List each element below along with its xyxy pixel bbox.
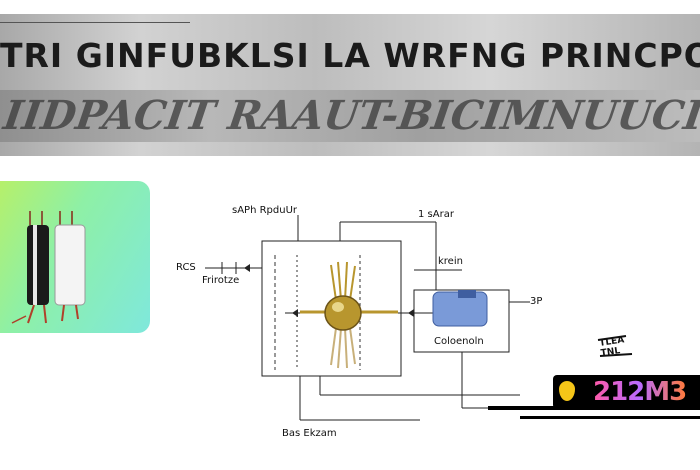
label-top-left: sAPh RpduUr [232, 205, 298, 216]
capacitor-body-white [54, 224, 86, 306]
capacitor-body-black [27, 225, 49, 305]
drop-icon [559, 381, 575, 401]
underline-bar-1 [488, 406, 700, 410]
sticker-text: 212M3 [593, 377, 687, 407]
label-left-a: RCS [176, 262, 196, 273]
stamp-mark [597, 335, 633, 357]
capacitor-illustration [11, 211, 86, 324]
main-housing-box [261, 240, 402, 377]
component-photo-card [0, 181, 150, 333]
brand-sticker: 212M3 [553, 375, 700, 409]
label-right-value: 3P [530, 296, 543, 307]
header-banner: TRI GINFUBKLSI LA WRFNG PRINCPOLE IIDPAC… [0, 14, 700, 156]
banner-band [0, 90, 700, 142]
top-rule [0, 22, 190, 23]
label-right-top: krein [438, 256, 463, 267]
rotor-motor [300, 261, 398, 369]
label-coil: Coloenoln [434, 336, 484, 347]
underline-bar-2 [520, 416, 700, 419]
label-top-right: 1 sArar [418, 209, 454, 220]
banner-title: TRI GINFUBKLSI LA WRFNG PRINCPOLE [0, 36, 700, 75]
label-bottom: Bas Ekzam [282, 428, 337, 439]
label-left-b: Frirotze [202, 275, 240, 286]
